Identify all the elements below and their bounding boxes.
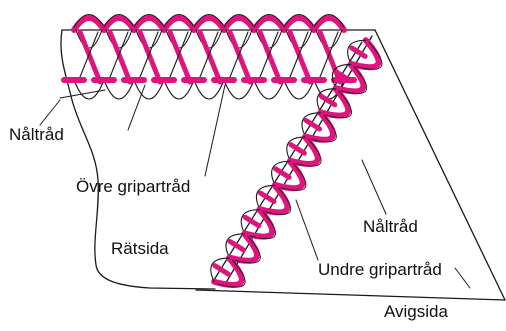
label-wrong-side: Avigsida — [384, 303, 448, 320]
label-needle-thread-left: Nåltråd — [9, 126, 64, 143]
upper-looper-arch — [224, 18, 254, 30]
label-right-side: Rätsida — [111, 240, 169, 257]
upper-looper-arch — [284, 18, 314, 30]
needle-thread-diagonal — [110, 32, 130, 82]
upper-looper-arch — [104, 18, 134, 30]
needle-thread-diagonal — [200, 32, 220, 82]
label-needle-thread-right: Nåltråd — [363, 218, 418, 235]
label-leader-line — [455, 268, 470, 288]
needle-thread-diagonal — [230, 32, 250, 82]
upper-looper-arch — [254, 18, 284, 30]
label-leader-line — [40, 100, 60, 125]
label-leader-line — [296, 200, 318, 260]
needle-thread-diagonal — [290, 32, 310, 82]
label-lower-looper-thread: Undre gripartråd — [318, 261, 442, 278]
label-leader-line — [362, 160, 386, 214]
needle-thread-diagonal — [80, 32, 100, 82]
upper-looper-arch — [74, 18, 104, 30]
label-upper-looper-thread: Övre gripartråd — [76, 178, 190, 195]
label-leader-line — [128, 85, 145, 130]
upper-looper-arch — [134, 18, 164, 30]
needle-thread-diagonal — [140, 32, 160, 82]
needle-thread-diagonal — [170, 32, 190, 82]
needle-thread-diagonal — [260, 32, 280, 82]
label-leader-line — [60, 90, 105, 98]
upper-looper-arch — [164, 18, 194, 30]
fabric-edge-bottom — [196, 290, 505, 300]
upper-looper-arch — [314, 18, 344, 30]
upper-looper-arch — [194, 18, 224, 30]
